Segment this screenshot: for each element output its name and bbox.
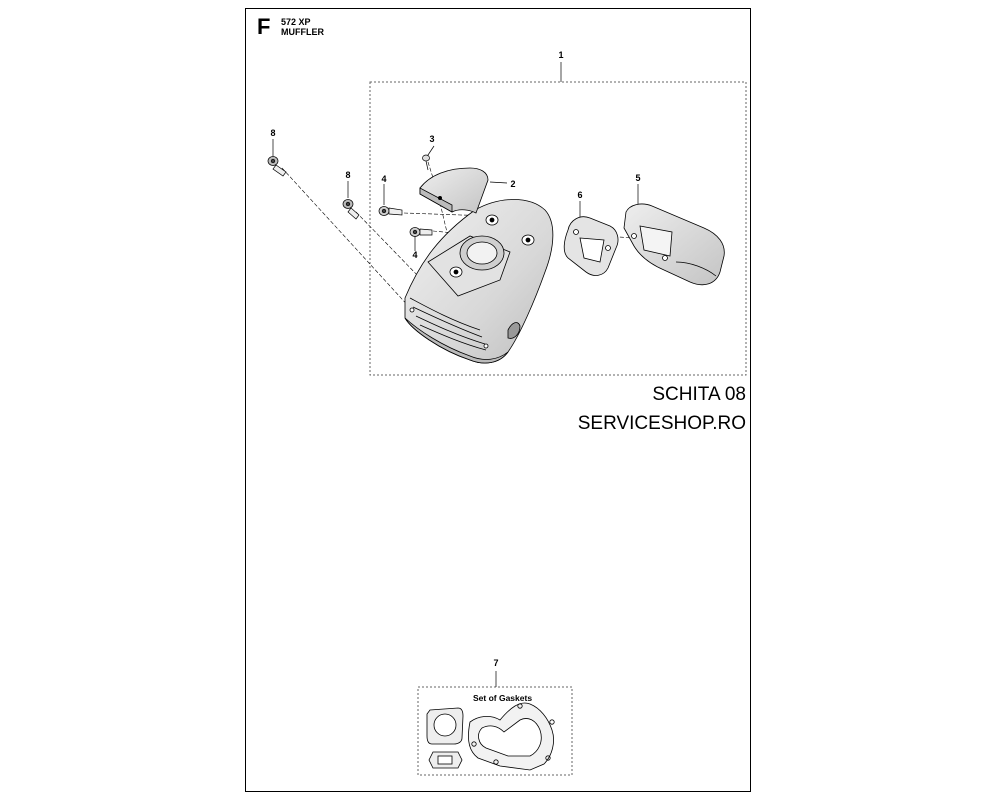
- bolt-4-lower: [409, 227, 433, 237]
- assembly-box-1: [369, 81, 747, 376]
- gasket-kit-title: Set of Gaskets: [473, 693, 532, 703]
- model-name: 572 XP: [281, 17, 311, 27]
- bolt-4-upper: [378, 206, 403, 216]
- assembly-title: MUFFLER: [281, 27, 324, 37]
- gasket-kit-box: [417, 686, 573, 776]
- callout-4-lower: 4: [412, 250, 417, 260]
- callout-5: 5: [635, 173, 640, 183]
- callout-7: 7: [493, 658, 498, 668]
- bolt-8-right: [342, 199, 360, 220]
- cooling-plate: [623, 203, 725, 286]
- callout-8-left: 8: [270, 128, 275, 138]
- muffler-body: [404, 199, 554, 364]
- watermark-shop: SERVICESHOP.RO: [577, 413, 746, 434]
- callout-4-upper: 4: [381, 174, 386, 184]
- gasket-kit-parts: [426, 702, 555, 771]
- section-letter: F: [257, 14, 271, 39]
- watermark-schita: SCHITA 08: [652, 384, 746, 405]
- callout-6: 6: [577, 190, 582, 200]
- model-title: 572 XP MUFFLER: [281, 17, 324, 37]
- exhaust-gasket: [563, 216, 619, 276]
- callout-8-right: 8: [345, 170, 350, 180]
- screw-3: [422, 154, 430, 171]
- callout-1: 1: [558, 50, 563, 60]
- callout-3: 3: [429, 134, 434, 144]
- callout-2: 2: [510, 179, 515, 189]
- heat-shield: [419, 167, 489, 214]
- page-frame: [245, 8, 751, 792]
- bolt-8-left: [267, 156, 287, 177]
- leader-lines: [272, 62, 639, 687]
